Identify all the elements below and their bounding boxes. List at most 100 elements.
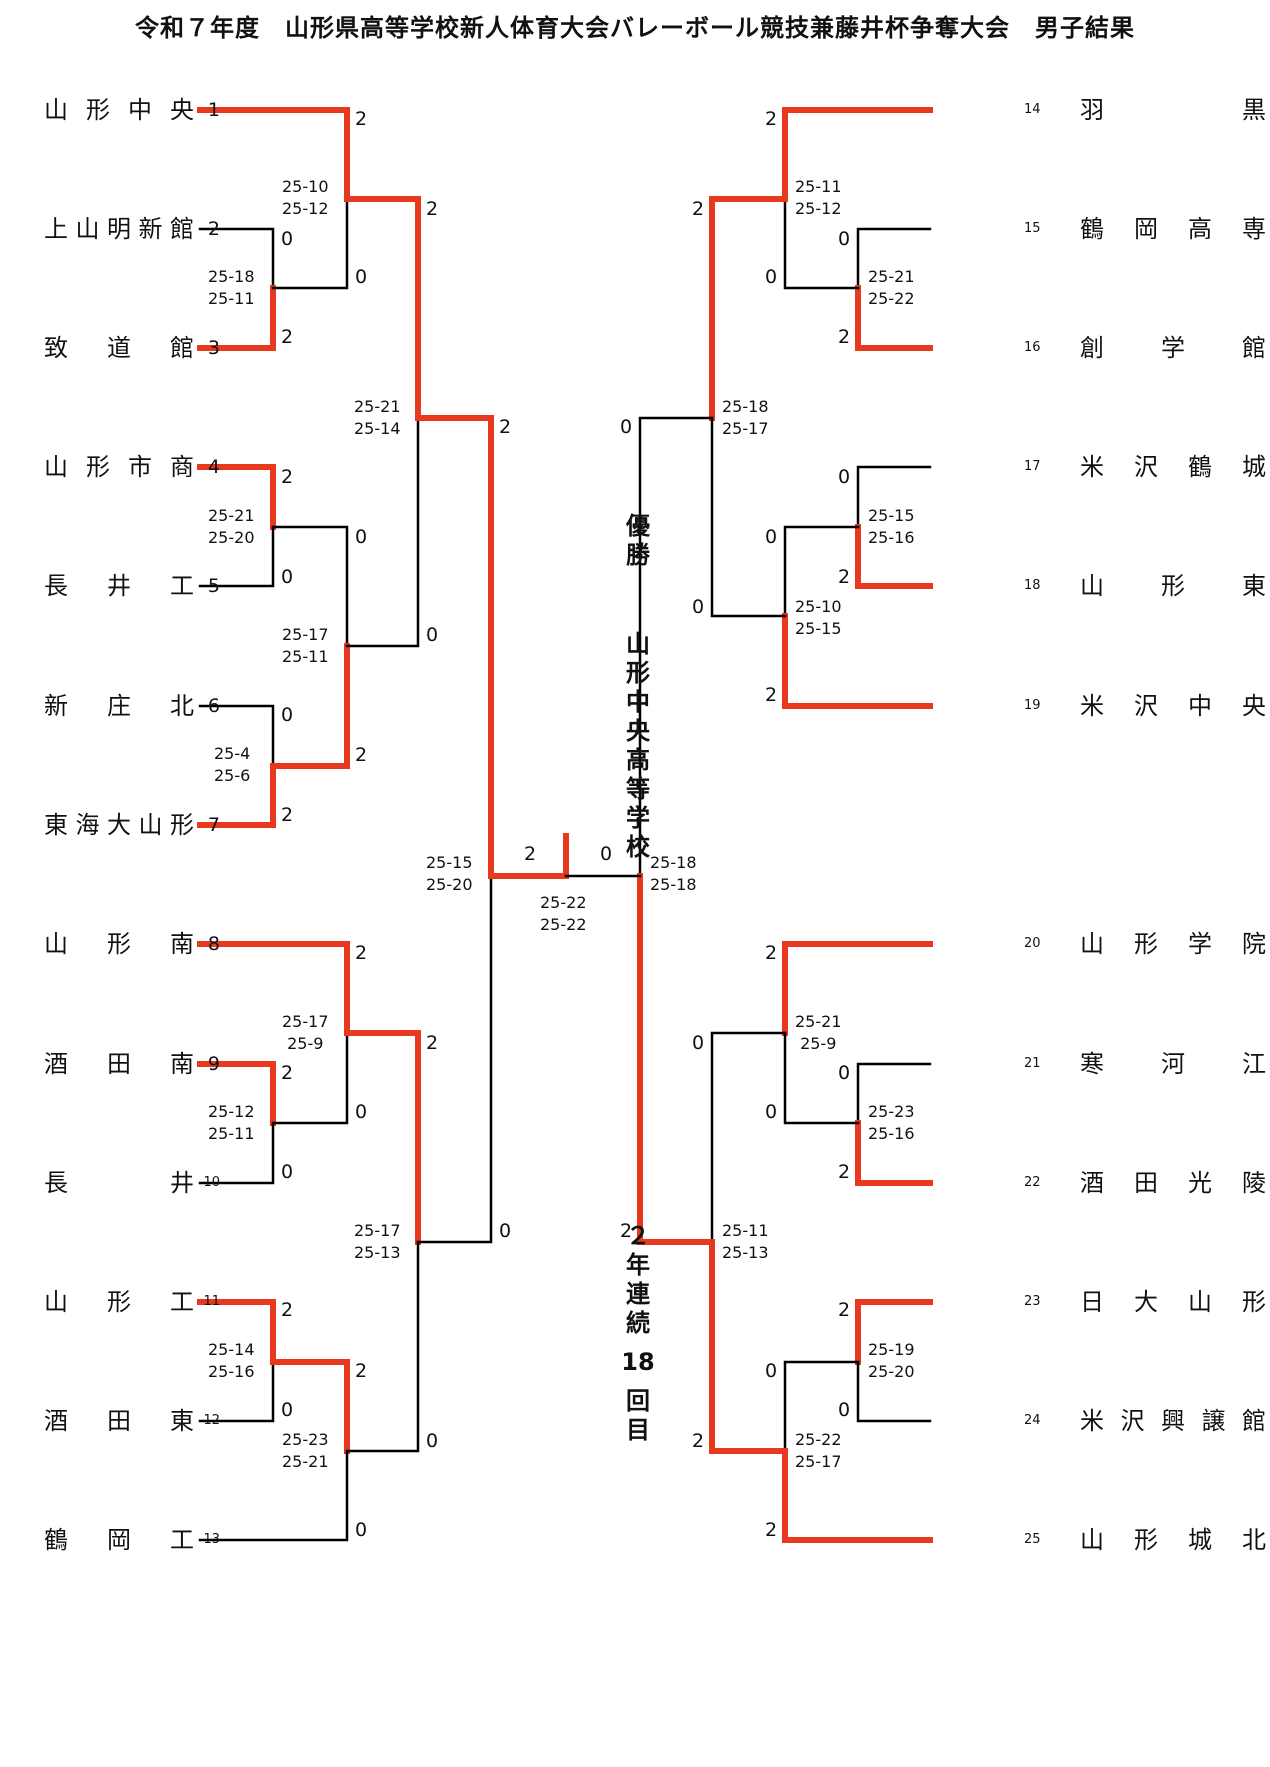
match-score: 0: [765, 1360, 778, 1382]
set-score: 25-11: [795, 177, 842, 196]
match-score: 0: [692, 596, 705, 618]
set-score: 25-12: [208, 1102, 255, 1121]
team-entry: 致道館 3: [44, 333, 220, 363]
set-score: 25-23: [282, 1430, 329, 1449]
team-seed: 3: [207, 337, 220, 359]
match-score: 0: [281, 704, 294, 726]
bracket-line: [783, 1360, 860, 1453]
bracket-line: [345, 1240, 420, 1453]
set-scores: 25-22 25-17: [795, 1429, 842, 1473]
streak-char: 年: [626, 1251, 650, 1279]
match-score: 2: [838, 1299, 851, 1321]
match-score: 0: [838, 228, 851, 250]
team-seed: 9: [207, 1053, 220, 1075]
bracket-line: [782, 941, 933, 1036]
set-score: 25-20: [426, 875, 473, 894]
match-score: 2: [281, 1299, 294, 1321]
final-score: 2: [524, 843, 537, 865]
match-score: 0: [620, 416, 633, 438]
bracket-line: [197, 763, 276, 828]
set-score: 25-17: [722, 419, 769, 438]
team-seed: 8: [207, 933, 220, 955]
champion-char: 山: [626, 630, 650, 658]
set-score: 25-18: [650, 853, 697, 872]
team-seed: 5: [207, 575, 220, 597]
set-score: 25-9: [287, 1034, 324, 1053]
bracket-line: [709, 1239, 788, 1454]
match-score: 0: [838, 1062, 851, 1084]
bracket-line: [197, 107, 350, 202]
set-score: 25-17: [795, 1452, 842, 1471]
match-score: 0: [838, 466, 851, 488]
team-name: 上山明新館: [44, 215, 194, 243]
champion-char: 高: [626, 746, 650, 774]
team-seed: 19: [1024, 698, 1041, 713]
bracket-line: [344, 196, 421, 421]
team-name: 酒田南: [44, 1050, 194, 1078]
streak-char: 回: [626, 1387, 650, 1415]
set-score: 25-21: [208, 506, 255, 525]
team-seed: 11: [203, 1294, 220, 1309]
set-score: 25-22: [540, 915, 587, 934]
champion-char: 等: [626, 775, 650, 803]
match-score: 2: [281, 1062, 294, 1084]
bracket-line: [198, 227, 275, 290]
champion-label: 優勝: [626, 512, 650, 569]
team-name: 山形工: [44, 1288, 194, 1316]
team-name: 酒田東: [44, 1407, 194, 1435]
team-seed: 18: [1024, 578, 1041, 593]
team-seed: 22: [1024, 1175, 1041, 1190]
bracket-line: [856, 1360, 932, 1423]
set-score: 25-22: [795, 1430, 842, 1449]
bracket-line: [855, 524, 933, 589]
match-score: 2: [765, 1519, 778, 1541]
team-name: 酒田光陵: [1080, 1169, 1266, 1197]
set-score: 25-21: [354, 397, 401, 416]
set-score: 25-12: [282, 199, 329, 218]
team-name: 致道館: [44, 334, 194, 362]
bracket-line: [345, 416, 420, 648]
champion-school-name: 山形中央高等学校: [618, 630, 658, 862]
bracket-line: [197, 1299, 276, 1365]
match-score: 0: [765, 526, 778, 548]
team-name: 山形中央: [44, 96, 194, 124]
set-score: 25-17: [282, 1012, 329, 1031]
team-name: 米沢興譲館: [1080, 1407, 1266, 1435]
match-score: 2: [692, 1430, 705, 1452]
set-score: 25-11: [208, 289, 255, 308]
team-name: 長井: [44, 1169, 194, 1197]
team-seed: 25: [1024, 1532, 1041, 1547]
bracket-line: [198, 1449, 349, 1542]
set-score: 25-21: [282, 1452, 329, 1471]
bracket-line: [710, 1031, 787, 1244]
bracket-line: [271, 525, 349, 648]
team-seed: 4: [207, 456, 220, 478]
team-entry: 米沢興譲館 24: [1024, 1406, 1266, 1436]
page-title: 令和７年度 山形県高等学校新人体育大会バレーボール競技兼藤井杯争奪大会 男子結果: [135, 14, 1135, 42]
champion-char: 形: [626, 659, 650, 687]
team-seed: 7: [207, 814, 220, 836]
streak-char: 18: [621, 1348, 655, 1376]
team-seed: 14: [1024, 102, 1041, 117]
set-score: 25-15: [426, 853, 473, 872]
team-seed: 24: [1024, 1413, 1041, 1428]
match-score: 0: [355, 1519, 368, 1541]
champion-char: 学: [626, 804, 650, 832]
set-score: 25-4: [214, 744, 251, 763]
bracket-line: [710, 416, 787, 618]
team-entry: 酒田南 9: [44, 1049, 220, 1079]
bracket-line: [197, 941, 350, 1036]
